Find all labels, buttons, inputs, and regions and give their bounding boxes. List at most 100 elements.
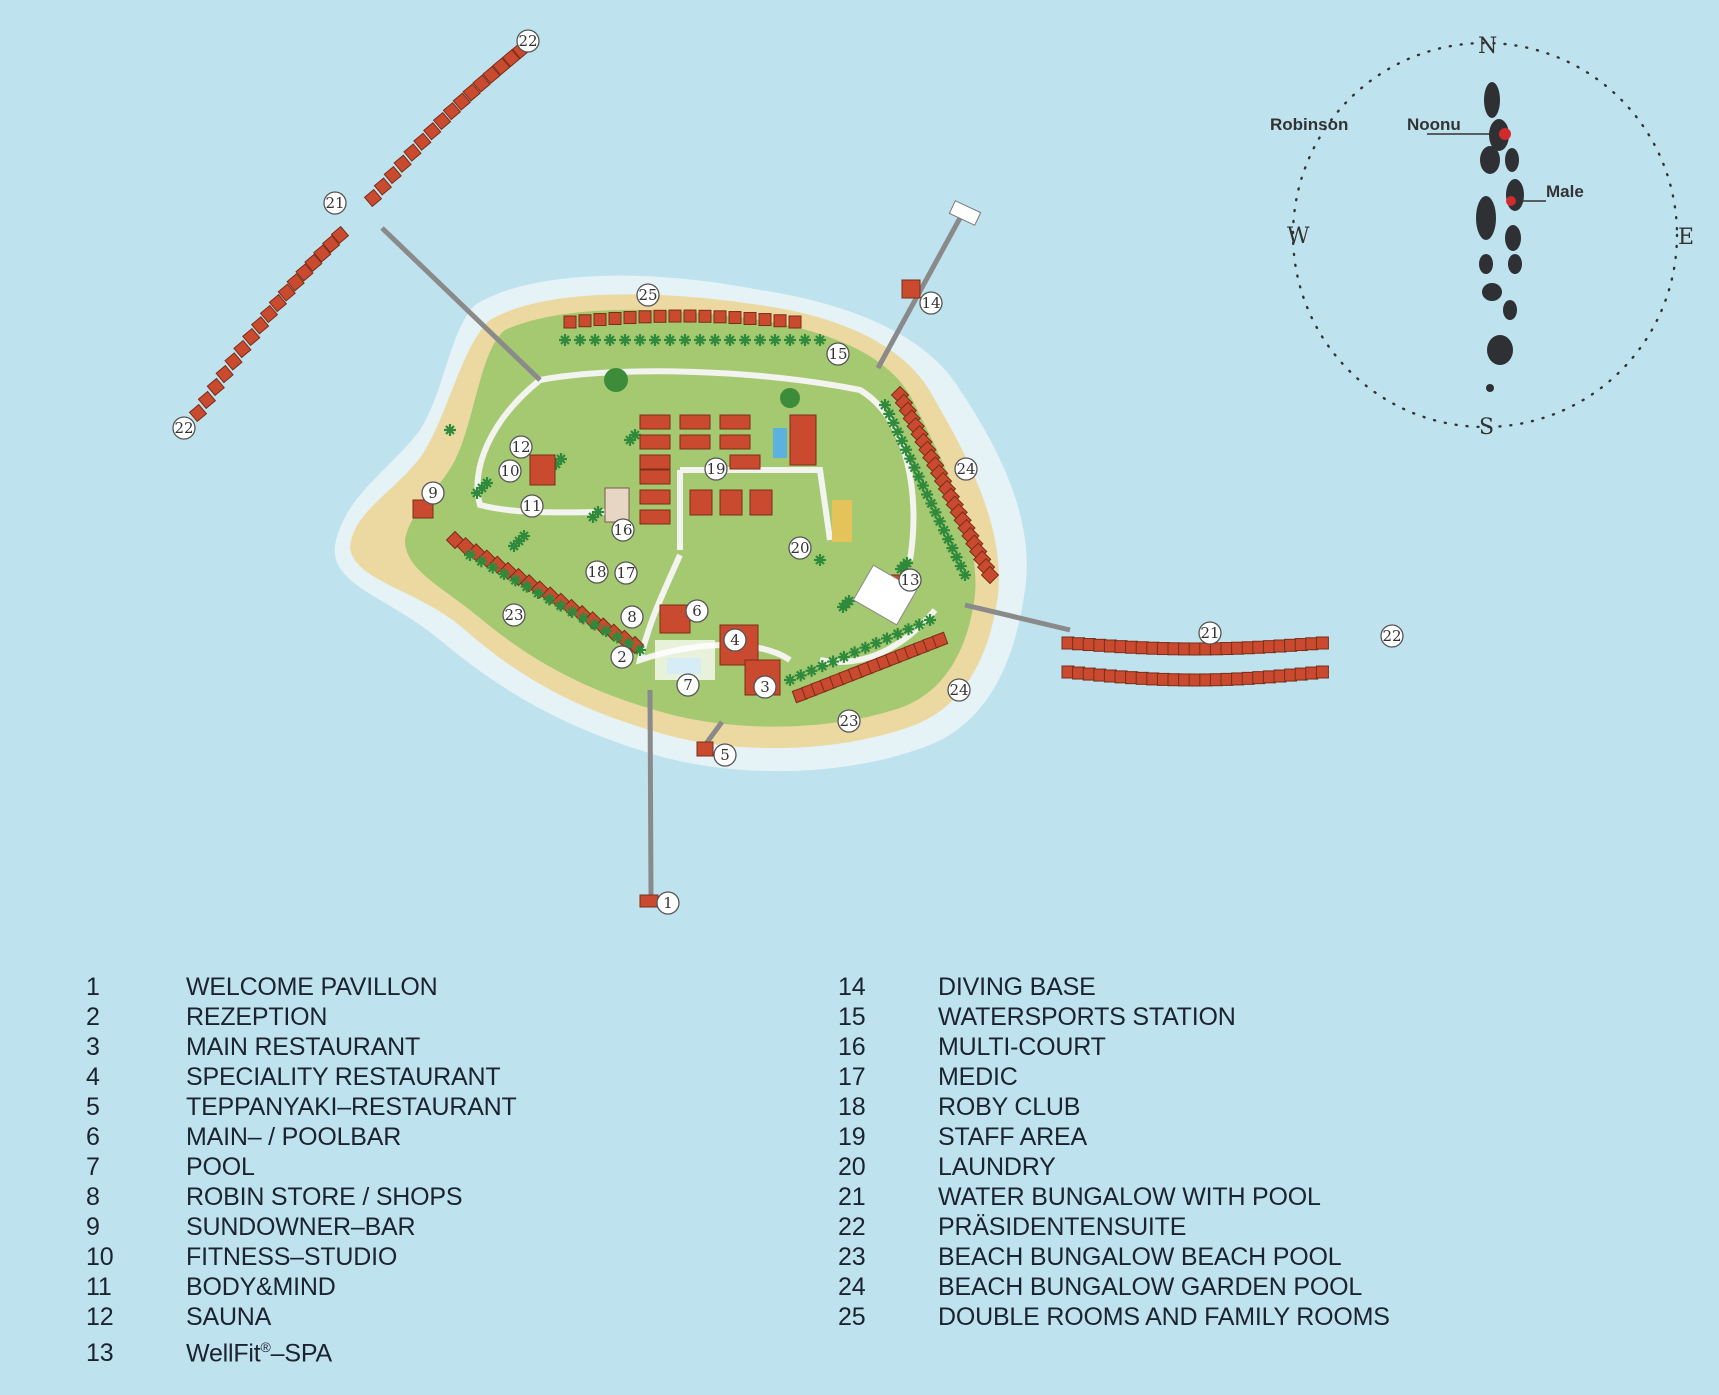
map-marker-number: 1 [663,894,673,912]
spa-pool [773,428,787,458]
map-marker-25[interactable]: 25 [636,283,660,307]
legend-number: 15 [838,1003,866,1031]
map-marker-number: 22 [1382,627,1401,645]
map-marker-21[interactable]: 21 [1198,621,1222,645]
legend-name: SAUNA [186,1302,271,1332]
map-marker-number: 21 [1200,624,1219,642]
map-marker-number: 4 [730,631,740,649]
map-marker-1[interactable]: 1 [656,891,680,915]
resort-map: N S W E Robinson Noonu Male 123456789101… [172,29,1694,915]
compass: N S W E Robinson Noonu Male [1270,34,1694,440]
legend-row: 20 LAUNDRY [838,1152,1390,1182]
map-marker-12[interactable]: 12 [509,435,533,459]
legend-name-suffix: –SPA [270,1339,332,1368]
map-marker-22[interactable]: 22 [172,416,196,440]
legend-name: LAUNDRY [938,1152,1056,1182]
map-marker-21[interactable]: 21 [323,191,347,215]
map-marker-circle [788,536,812,560]
map-marker-circle [919,291,943,315]
map-marker-3[interactable]: 3 [753,675,777,699]
legend-number: 18 [838,1093,866,1121]
map-marker-number: 3 [760,678,770,696]
map-marker-number: 22 [518,32,537,50]
laundry [832,500,852,542]
map-marker-23[interactable]: 23 [837,709,861,733]
map-marker-number: 12 [511,438,530,456]
map-marker-circle [516,29,540,53]
map-marker-9[interactable]: 9 [421,481,445,505]
map-marker-8[interactable]: 8 [620,605,644,629]
legend-number: 1 [86,973,100,1001]
compass-south: S [1479,415,1494,440]
map-marker-number: 19 [706,460,725,478]
legend-name: DOUBLE ROOMS AND FAMILY ROOMS [938,1302,1390,1332]
map-marker-13[interactable]: 13 [898,568,922,592]
map-marker-5[interactable]: 5 [713,743,737,767]
legend-number: 10 [86,1243,114,1271]
map-marker-number: 9 [428,484,438,502]
map-marker-circle [498,459,522,483]
multi-court [604,487,630,523]
legend-number: 21 [838,1183,866,1211]
map-marker-19[interactable]: 19 [704,457,728,481]
legend-name-text: ROBIN STORE / SHOPS [186,1183,463,1211]
map-marker-circle [585,560,609,584]
map-marker-20[interactable]: 20 [788,536,812,560]
map-marker-18[interactable]: 18 [585,560,609,584]
map-marker-number: 5 [720,746,730,764]
spa-building [852,564,918,626]
legend-number: 24 [838,1273,866,1301]
map-marker-16[interactable]: 16 [611,518,635,542]
legend-name-text: MAIN RESTAURANT [186,1033,421,1061]
legend-name-text: DIVING BASE [938,973,1096,1001]
map-marker-6[interactable]: 6 [685,599,709,623]
jetty-platform [948,200,982,226]
legend-number: 20 [838,1153,866,1181]
water-bungalows-east [1061,636,1329,687]
map-marker-circle [685,599,709,623]
map-marker-circle [509,435,533,459]
legend-number: 2 [86,1003,100,1031]
legend-name: BEACH BUNGALOW GARDEN POOL [938,1272,1362,1302]
map-marker-22[interactable]: 22 [1380,624,1404,648]
map-marker-23[interactable]: 23 [502,603,526,627]
map-marker-15[interactable]: 15 [826,342,850,366]
map-marker-circle [172,416,196,440]
map-marker-10[interactable]: 10 [498,459,522,483]
legend-name-text: LAUNDRY [938,1153,1056,1181]
legend-name: WellFit®–SPA [186,1332,332,1368]
legend-number: 25 [838,1303,866,1331]
map-marker-14[interactable]: 14 [919,291,943,315]
legend-number: 23 [838,1243,866,1271]
legend-name: WELCOME PAVILLON [186,972,438,1002]
legend-name: WATERSPORTS STATION [938,1002,1236,1032]
legend-name: SPECIALITY RESTAURANT [186,1062,501,1092]
legend-name-text: SPECIALITY RESTAURANT [186,1063,501,1091]
map-marker-17[interactable]: 17 [614,561,638,585]
map-marker-number: 14 [921,294,940,312]
map-marker-circle [520,494,544,518]
map-marker-11[interactable]: 11 [520,494,544,518]
map-marker-circle [502,603,526,627]
legend-name: BEACH BUNGALOW BEACH POOL [938,1242,1342,1272]
map-marker-7[interactable]: 7 [676,673,700,697]
legend-number: 6 [86,1123,100,1151]
map-marker-2[interactable]: 2 [610,645,634,669]
map-marker-4[interactable]: 4 [723,628,747,652]
map-marker-circle [620,605,644,629]
map-marker-circle [898,568,922,592]
map-marker-24[interactable]: 24 [954,457,978,481]
legend-number: 11 [86,1273,112,1301]
legend-name: TEPPANYAKI–RESTAURANT [186,1092,517,1122]
legend-name-text: WATERSPORTS STATION [938,1003,1236,1031]
map-marker-24[interactable]: 24 [947,678,971,702]
legend-name-text: ROBY CLUB [938,1093,1081,1121]
map-marker-circle [1380,624,1404,648]
map-marker-22[interactable]: 22 [516,29,540,53]
map-marker-number: 23 [504,606,523,624]
